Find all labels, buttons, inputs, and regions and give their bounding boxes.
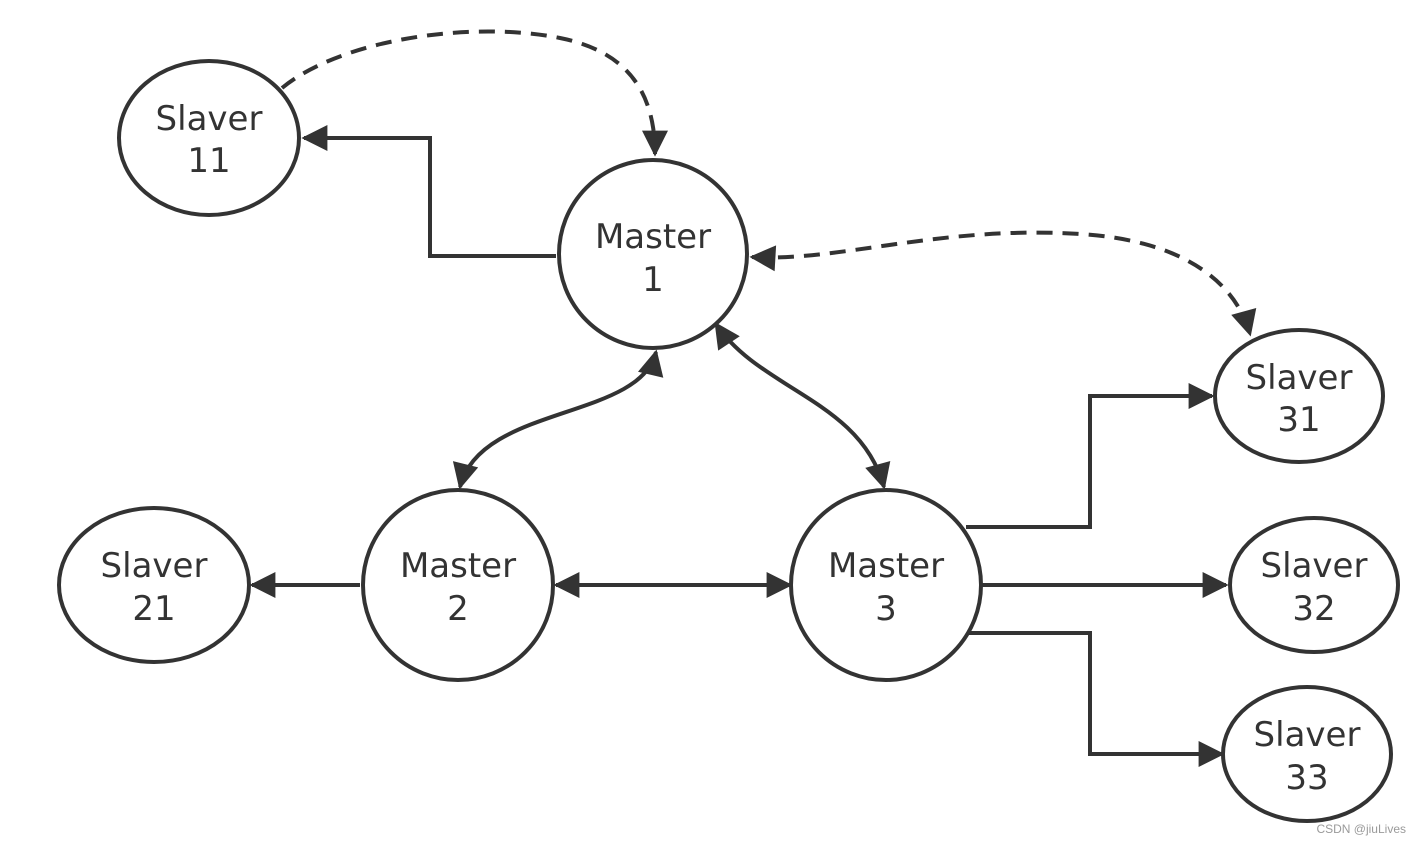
node-slaver21-line1: Slaver [101, 546, 208, 586]
node-slaver31-line2: 31 [1277, 400, 1320, 440]
node-slaver11-line1: Slaver [156, 99, 263, 139]
edge-master1-master2 [452, 349, 664, 490]
node-master2-line1: Master [400, 546, 516, 586]
node-slaver31: Slaver 31 [1213, 328, 1385, 464]
node-master2: Master 2 [361, 488, 555, 682]
node-slaver33-line1: Slaver [1254, 715, 1361, 755]
node-slaver32: Slaver 32 [1228, 516, 1400, 654]
node-master1-line2: 1 [642, 260, 664, 300]
edge-master1-to-slaver11 [301, 125, 556, 258]
node-master2-line2: 2 [447, 589, 469, 629]
watermark: CSDN @jiuLives [1316, 822, 1406, 836]
node-slaver33: Slaver 33 [1221, 685, 1393, 823]
node-master1: Master 1 [557, 158, 749, 350]
edge-slaver11-to-master1-dashed [280, 29, 668, 157]
node-slaver32-line2: 32 [1292, 589, 1335, 629]
node-slaver21-line2: 21 [132, 589, 175, 629]
node-master3: Master 3 [789, 488, 983, 682]
node-slaver11: Slaver 11 [117, 59, 301, 217]
node-master3-line2: 3 [875, 589, 897, 629]
edge-master1-master3 [714, 321, 891, 490]
node-slaver33-line2: 33 [1285, 758, 1328, 798]
node-slaver11-line2: 11 [187, 141, 230, 181]
node-slaver21: Slaver 21 [57, 506, 251, 664]
edge-master3-to-slaver31 [966, 383, 1215, 529]
edge-master3-to-slaver33 [962, 631, 1225, 767]
node-master3-line1: Master [828, 546, 944, 586]
edge-master1-slaver31-dashed [749, 230, 1257, 337]
node-master1-line1: Master [595, 217, 711, 257]
node-slaver31-line1: Slaver [1246, 358, 1353, 398]
node-slaver32-line1: Slaver [1261, 546, 1368, 586]
